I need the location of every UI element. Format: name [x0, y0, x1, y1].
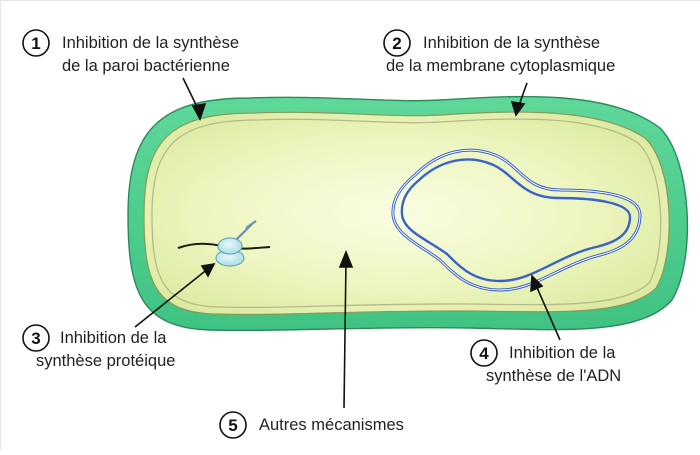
label-2-line1: Inhibition de la synthèse	[423, 34, 600, 52]
label-2-number: 2	[392, 34, 401, 53]
label-4-line2: synthèse de l'ADN	[486, 367, 621, 385]
label-4-number: 4	[479, 344, 489, 363]
label-1-line2: de la paroi bactérienne	[62, 57, 230, 75]
label-2-line2: de la membrane cytoplasmique	[386, 57, 615, 75]
label-5: 5 Autres mécanismes	[220, 412, 404, 438]
label-2: 2 Inhibition de la synthèse de la membra…	[384, 30, 615, 75]
label-5-number: 5	[228, 416, 237, 435]
label-1: 1 Inhibition de la synthèse de la paroi …	[23, 30, 239, 75]
label-1-number: 1	[31, 34, 40, 53]
label-1-line1: Inhibition de la synthèse	[62, 34, 239, 52]
label-3-line2: synthèse protéique	[36, 352, 175, 370]
label-3-number: 3	[31, 329, 40, 348]
label-4: 4 Inhibition de la synthèse de l'ADN	[471, 340, 621, 385]
label-4-line1: Inhibition de la	[509, 344, 616, 362]
label-5-line1: Autres mécanismes	[259, 416, 404, 434]
label-3: 3 Inhibition de la synthèse protéique	[23, 325, 175, 370]
label-3-line1: Inhibition de la	[60, 329, 167, 347]
cytoplasm	[144, 112, 669, 314]
